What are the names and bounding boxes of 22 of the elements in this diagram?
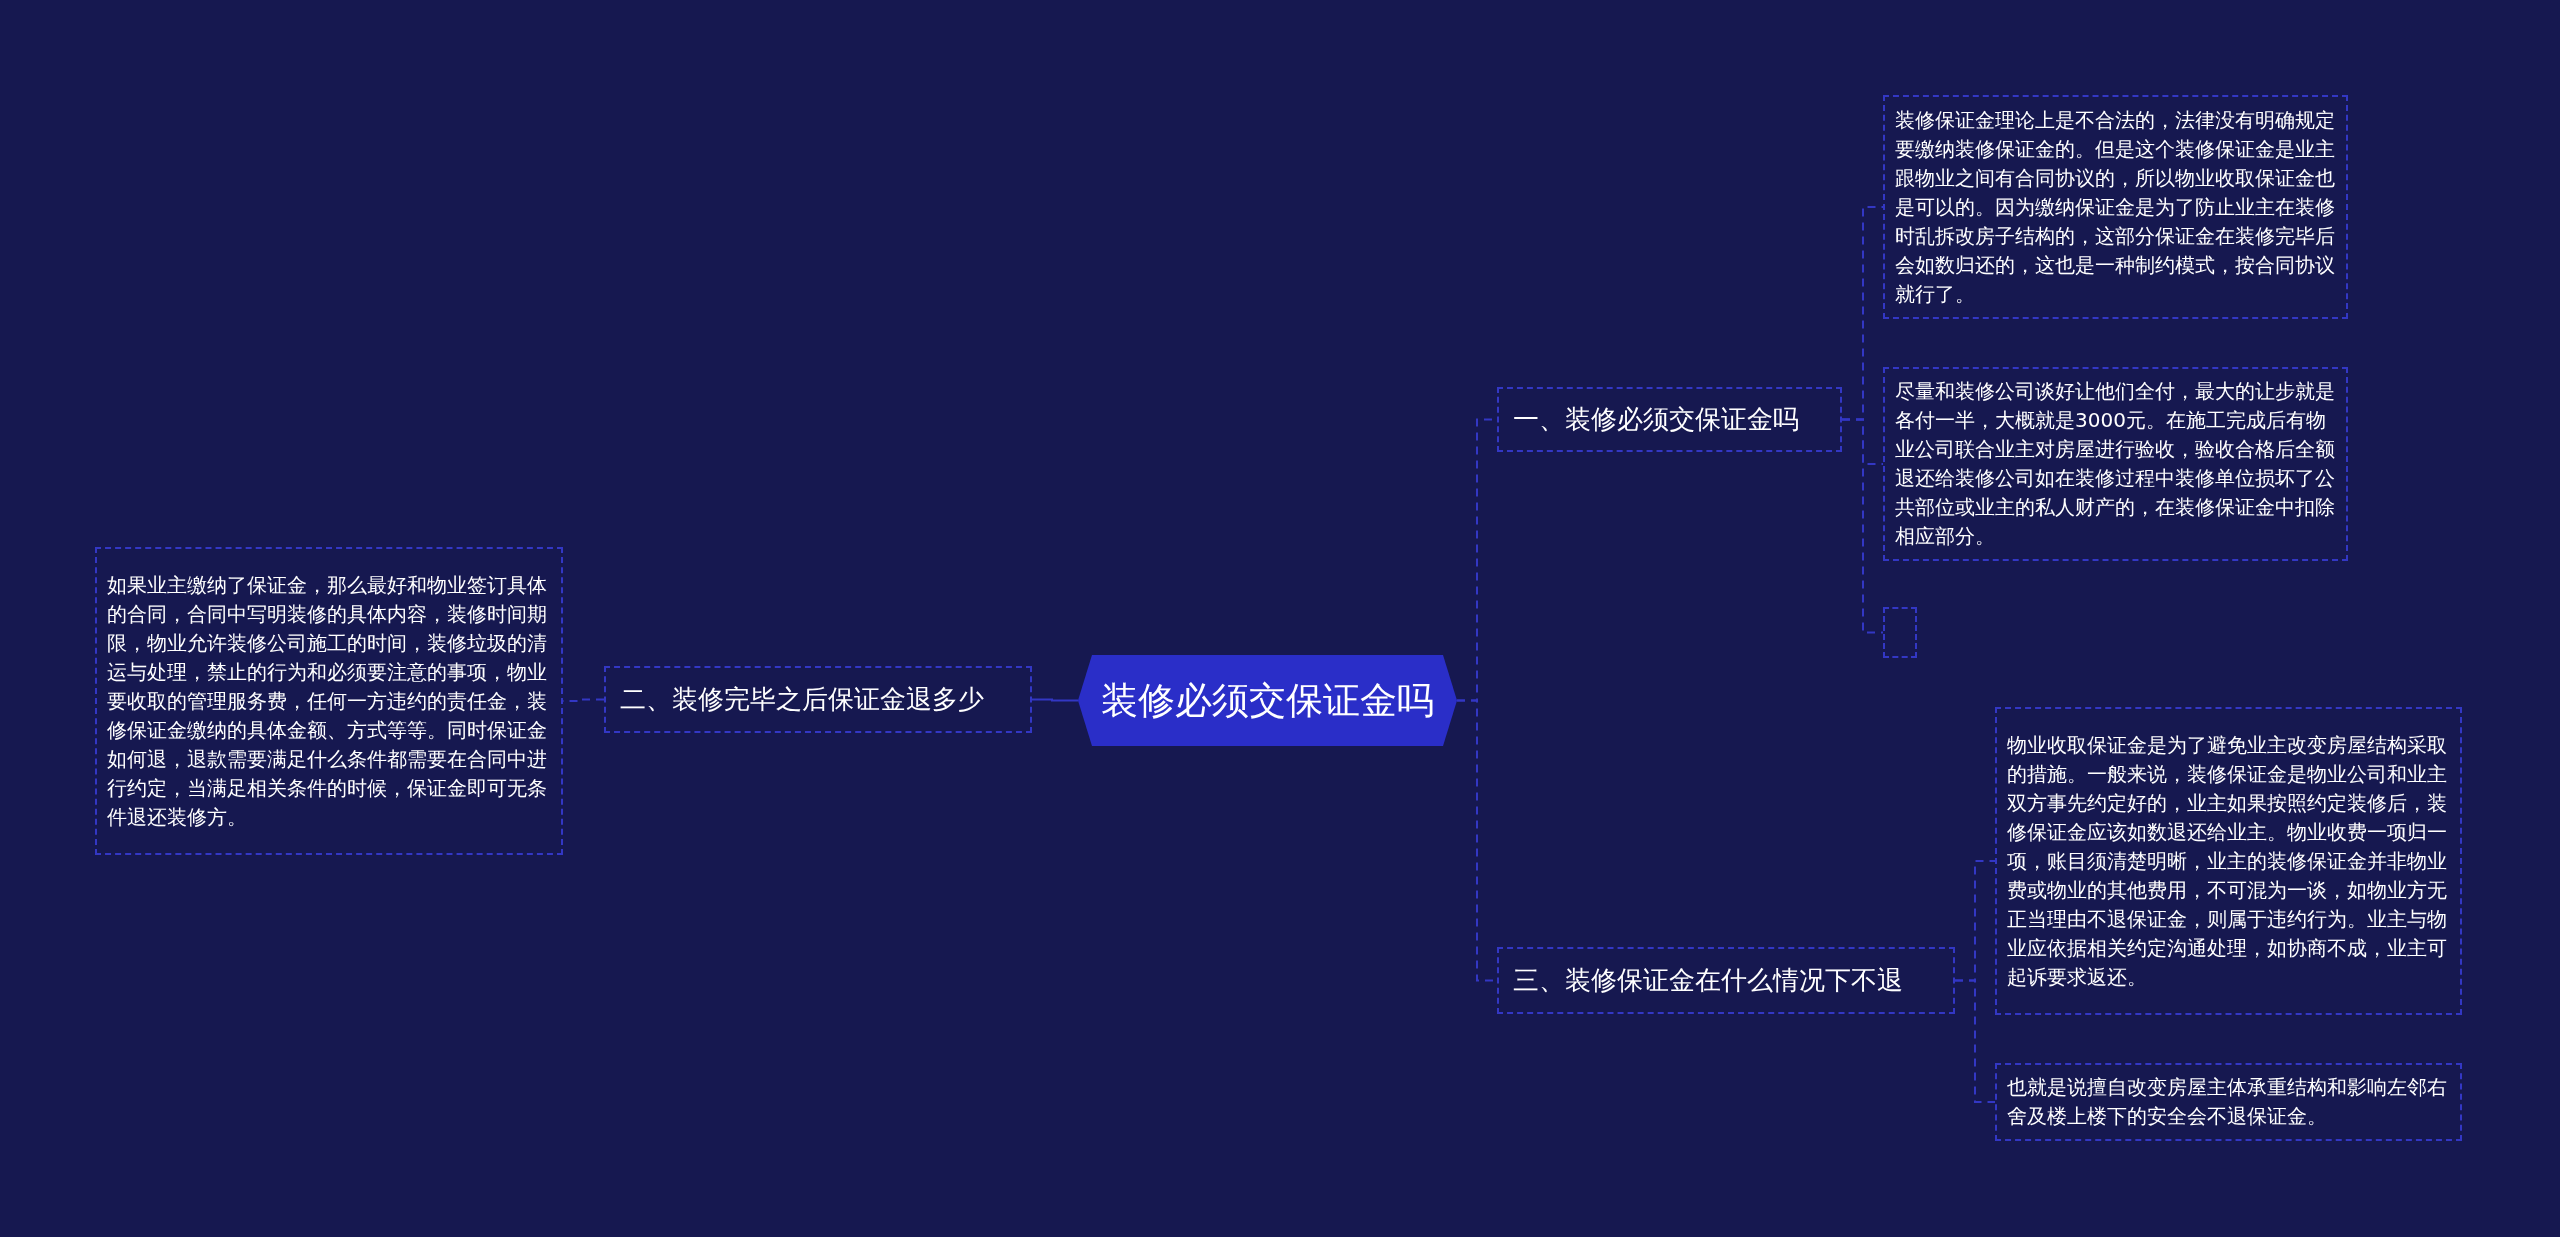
connector-line — [562, 698, 605, 702]
note-box — [1995, 707, 2462, 1015]
note-text: 物业收取保证金是为了避免业主改变房屋结构采取的措施。一般来说，装修保证金是物业公司和业主双方事先约定好的，业主如果按照约定装修后，装修保证金应该如数退还给业主。物业收费一项归一项，账目须清楚明晰，业主的装修保证金并非物业费或物业的其他费用，不可混为一谈，如物业方无正当理由不退保证金，则属于违约行为。业主与物业应依据相关约定沟通处理，如协商不成，业主可起诉要求返还。 — [2007, 731, 2448, 991]
empty-box — [1883, 607, 1917, 658]
note-text: 也就是说擅自改变房屋主体承重结构和影响左邻右舍及楼上楼下的安全会不退保证金。 — [2007, 1074, 2448, 1130]
topic-hexagon — [1078, 655, 1457, 746]
connector-line — [1954, 979, 1996, 1103]
note-text: 装修保证金理论上是不合法的，法律没有明确规定要缴纳装修保证金的。但是这个装修保证金是业主跟物业之间有合同协议的，所以物业收取保证金也是可以的。因为缴纳保证金是为了防止业主在装修时乱拆改房子结构的，这部分保证金在装修完毕后会如数归还的，这也是一种制约模式，按合同协议就行了。 — [1895, 106, 2336, 308]
connector-line — [1031, 698, 1079, 702]
connector-line — [1841, 418, 1884, 634]
topic-label: 一、装修必须交保证金吗 — [1513, 403, 1799, 436]
topic-box — [604, 666, 1032, 733]
topic-label: 二、装修完毕之后保证金退多少 — [620, 683, 984, 716]
topic-box — [1497, 387, 1842, 452]
topic-box — [1497, 947, 1955, 1014]
note-box — [1883, 367, 2348, 561]
topic-label: 装修必须交保证金吗 — [1101, 677, 1434, 724]
note-text: 尽量和装修公司谈好让他们全付，最大的让步就是各付一半，大概就是3000元。在施工完成后有物业公司联合业主对房屋进行验收，验收合格后全额退还给装修公司如在装修过程中装修单位损坏了公共部位或业主的私人财产的，在装修保证金中扣除相应部分。 — [1895, 378, 2336, 550]
note-text: 如果业主缴纳了保证金，那么最好和物业签订具体的合同，合同中写明装修的具体内容，装修时间期限，物业允许装修公司施工的时间，装修垃圾的清运与处理，禁止的行为和必须要注意的事项，物业要收取的管理服务费，任何一方违约的责任金，装修保证金缴纳的具体金额、方式等等。同时保证金如何退，退款需要满足什么条件都需要在合同中进行约定，当满足相关条件的时候，保证金即可无条件退还装修方。 — [107, 571, 548, 831]
topic-label: 三、装修保证金在什么情况下不退 — [1513, 964, 1903, 997]
note-box — [1995, 1063, 2462, 1141]
note-box — [95, 547, 563, 855]
